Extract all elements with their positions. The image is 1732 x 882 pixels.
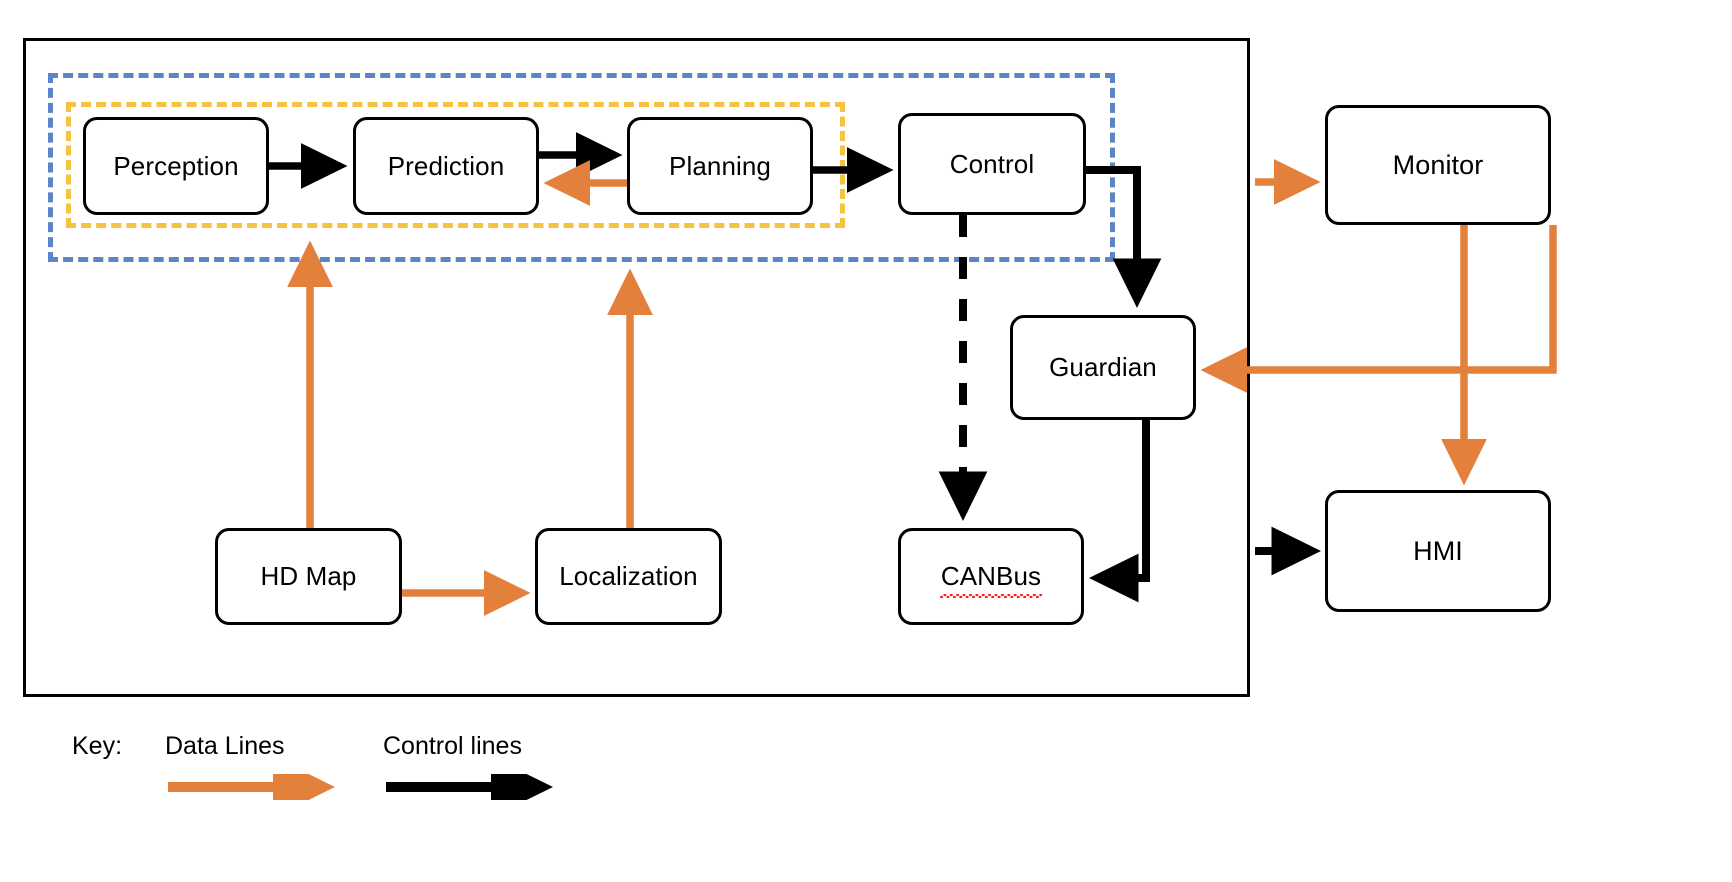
node-planning[interactable]: Planning [627,117,813,215]
legend-key: Key: Data Lines Control lines [0,722,1732,832]
legend-title: Key: [72,732,123,760]
node-guardian[interactable]: Guardian [1010,315,1196,420]
legend-control-line-arrow-icon [386,774,554,800]
node-planning-label: Planning [669,150,771,181]
edge-monitor-to-guardian [1200,225,1557,393]
node-control-label: Control [949,148,1035,179]
legend-item-data-lines-label: Data Lines [165,732,285,760]
node-canbus-label: CANBus [939,561,1043,598]
legend-data-line-arrow-icon [168,774,336,800]
node-perception-label: Perception [113,150,239,181]
node-perception[interactable]: Perception [83,117,269,215]
node-control[interactable]: Control [898,113,1086,215]
node-hd-map[interactable]: HD Map [215,528,402,625]
legend-item-control-lines: Control lines [383,732,554,800]
node-monitor-label: Monitor [1392,149,1484,180]
node-guardian-label: Guardian [1049,352,1157,382]
node-prediction[interactable]: Prediction [353,117,539,215]
legend-item-data-lines: Data Lines [165,732,336,800]
legend-item-control-lines-label: Control lines [383,732,522,760]
node-hmi[interactable]: HMI [1325,490,1551,612]
node-localization-label: Localization [559,561,698,591]
node-hd-map-label: HD Map [260,561,357,591]
node-localization[interactable]: Localization [535,528,722,625]
node-canbus[interactable]: CANBus [898,528,1084,625]
node-prediction-label: Prediction [387,150,505,181]
node-monitor[interactable]: Monitor [1325,105,1551,225]
node-hmi-label: HMI [1413,535,1463,566]
yellow-dashed-group-box [66,102,845,228]
